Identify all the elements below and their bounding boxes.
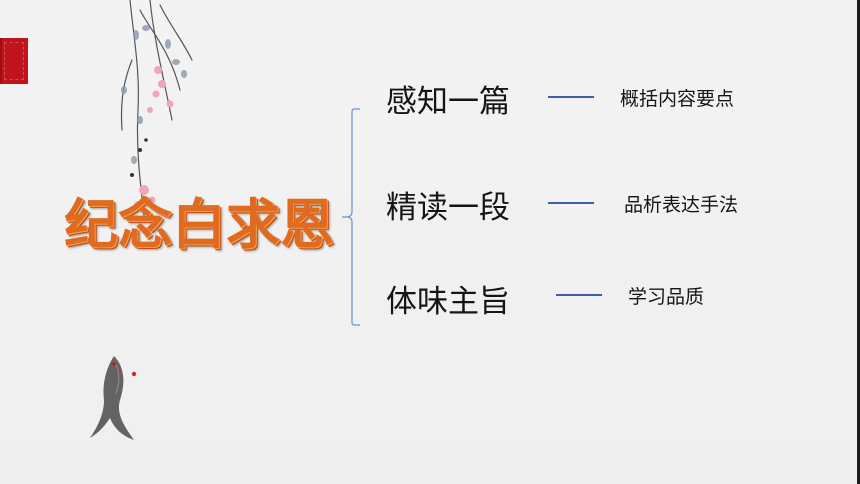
row-label-2: 精读一段 bbox=[386, 190, 510, 226]
brace-connector bbox=[342, 108, 360, 326]
row-label-1: 感知一篇 bbox=[386, 84, 510, 120]
row-connector-3 bbox=[556, 294, 602, 296]
row-label-3: 体味主旨 bbox=[386, 284, 510, 320]
koi-fish-image bbox=[90, 356, 137, 440]
row-connector-2 bbox=[548, 202, 594, 204]
slide-title: 纪念白求恩 bbox=[64, 193, 334, 256]
row-desc-2: 品析表达手法 bbox=[624, 194, 739, 216]
row-desc-3: 学习品质 bbox=[628, 286, 705, 308]
row-connector-1 bbox=[548, 96, 594, 98]
row-desc-1: 概括内容要点 bbox=[620, 88, 735, 110]
blossom-branch-image bbox=[120, 0, 193, 216]
red-seal-decoration bbox=[0, 38, 28, 84]
